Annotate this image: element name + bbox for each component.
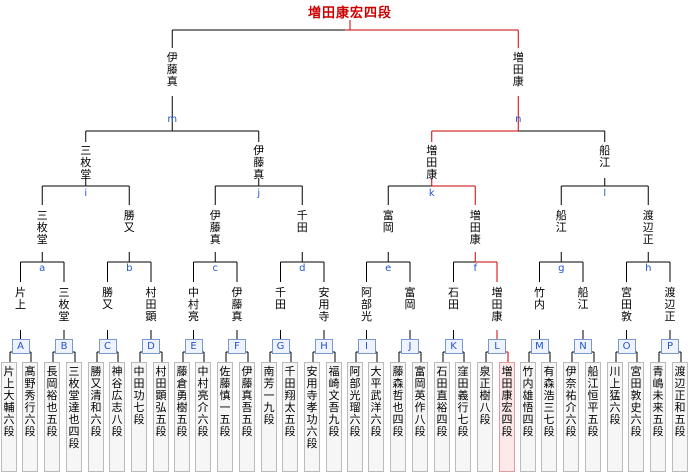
round-label-B: B xyxy=(55,339,73,354)
match-label-g: g xyxy=(558,263,565,274)
round-label-C: C xyxy=(98,339,117,354)
semi-name-n-left: 増田康 xyxy=(426,144,438,181)
match-label-n: n xyxy=(515,114,522,125)
final-name-left: 伊藤真 xyxy=(166,51,178,88)
semi-name-n-right: 船江 xyxy=(599,144,611,169)
r16-name-e-right: 富岡 xyxy=(404,286,416,311)
r16-name-a-left: 片上 xyxy=(15,286,26,311)
r16-name-f-left: 石田 xyxy=(448,286,459,311)
match-label-f: f xyxy=(473,263,478,274)
r16-name-a-right: 三枚堂 xyxy=(58,286,70,323)
semi-name-m-left: 三枚堂 xyxy=(80,144,92,181)
round-label-D: D xyxy=(142,339,160,354)
player-box: 石田直裕四段 xyxy=(434,362,450,472)
quarter-name-k-right: 増田康 xyxy=(469,209,481,246)
player-box: 伊奈祐介六段 xyxy=(563,362,579,472)
r16-name-e-left: 阿部光 xyxy=(361,286,372,323)
r16-name-d-right: 安用寺 xyxy=(318,286,330,323)
player-box: 村田顕弘五段 xyxy=(153,362,169,472)
quarter-name-l-right: 渡辺正 xyxy=(642,209,654,246)
round-label-K: K xyxy=(444,339,463,354)
player-box: 阿部光瑠六段 xyxy=(347,362,363,472)
player-box: 増田康宏四段 xyxy=(499,362,515,472)
player-box: 有森浩三七段 xyxy=(541,362,557,472)
round-label-P: P xyxy=(661,339,679,354)
r16-name-g-left: 竹内 xyxy=(534,286,545,311)
player-box: 藤倉勇樹五段 xyxy=(174,362,190,472)
player-box: 藤森哲也四段 xyxy=(390,362,406,472)
player-box: 大平武洋六段 xyxy=(368,362,384,472)
r16-name-h-left: 宮田敦 xyxy=(621,286,632,323)
semi-name-m-right: 伊藤真 xyxy=(253,144,265,181)
player-box: 伊藤真吾五段 xyxy=(239,362,255,472)
match-label-m: m xyxy=(167,114,178,125)
quarter-name-i-right: 勝又 xyxy=(123,209,135,234)
player-box: 窪田義行七段 xyxy=(455,362,471,472)
player-box: 安用寺孝功六段 xyxy=(304,362,320,472)
player-box: 片上大輔六段 xyxy=(1,362,17,472)
quarter-name-l-left: 船江 xyxy=(555,209,567,234)
player-box: 三枚堂達也四段 xyxy=(66,362,82,472)
quarter-name-j-left: 伊藤真 xyxy=(209,209,221,246)
r16-name-g-right: 船江 xyxy=(577,286,589,311)
player-box: 福崎文吾九段 xyxy=(326,362,342,472)
match-label-b: b xyxy=(126,263,133,274)
round-label-L: L xyxy=(488,339,506,354)
player-box: 泉 正樹八段 xyxy=(477,362,502,472)
round-label-N: N xyxy=(574,339,592,354)
match-label-k: k xyxy=(428,188,435,199)
match-label-a: a xyxy=(39,263,46,274)
player-box: 千田翔太五段 xyxy=(282,362,298,472)
r16-name-b-right: 村田顕 xyxy=(145,286,157,323)
round-label-J: J xyxy=(401,339,419,354)
r16-name-d-left: 千田 xyxy=(275,286,286,311)
match-label-d: d xyxy=(299,263,306,274)
player-box: 船江恒平五段 xyxy=(585,362,601,472)
player-box: 青嶋未来五段 xyxy=(650,362,666,472)
player-box: 長岡裕也五段 xyxy=(44,362,60,472)
r16-name-f-right: 増田康 xyxy=(491,286,503,323)
match-label-c: c xyxy=(212,263,219,274)
round-label-A: A xyxy=(11,339,30,354)
player-box: 髙野秀行六段 xyxy=(22,362,38,472)
match-label-e: e xyxy=(385,263,392,274)
match-label-h: h xyxy=(645,263,652,274)
round-label-M: M xyxy=(530,339,549,354)
player-box: 富岡英作八段 xyxy=(412,362,428,472)
round-label-E: E xyxy=(184,339,203,354)
r16-name-h-right: 渡辺正 xyxy=(664,286,676,323)
quarter-name-j-right: 千田 xyxy=(296,209,308,234)
player-box: 勝又清和六段 xyxy=(88,362,104,472)
match-label-i: i xyxy=(84,188,88,199)
match-label-j: j xyxy=(257,188,261,199)
player-box: 佐藤慎一五段 xyxy=(217,362,233,472)
match-label-l: l xyxy=(603,188,607,199)
player-box: 渡辺正和五段 xyxy=(672,362,688,472)
r16-name-c-left: 中村亮 xyxy=(188,286,199,323)
round-label-O: O xyxy=(617,339,636,354)
round-label-I: I xyxy=(357,339,376,354)
champion-title: 増田康宏四段 xyxy=(307,6,392,21)
round-label-G: G xyxy=(271,339,290,354)
r16-name-c-right: 伊藤真 xyxy=(231,286,243,323)
player-box: 中田 功七段 xyxy=(131,362,156,472)
quarter-name-k-left: 富岡 xyxy=(382,209,394,234)
player-box: 神谷広志八段 xyxy=(109,362,125,472)
player-box: 南 芳一九段 xyxy=(261,362,286,472)
player-box: 川上 猛六段 xyxy=(607,362,632,472)
round-label-H: H xyxy=(315,339,333,354)
final-name-right: 増田康 xyxy=(512,51,524,88)
player-box: 竹内雄悟四段 xyxy=(520,362,536,472)
player-box: 宮田敦史六段 xyxy=(628,362,644,472)
quarter-name-i-left: 三枚堂 xyxy=(36,209,48,246)
round-label-F: F xyxy=(228,339,246,354)
player-box: 中村亮介六段 xyxy=(195,362,211,472)
r16-name-b-left: 勝又 xyxy=(102,286,113,311)
